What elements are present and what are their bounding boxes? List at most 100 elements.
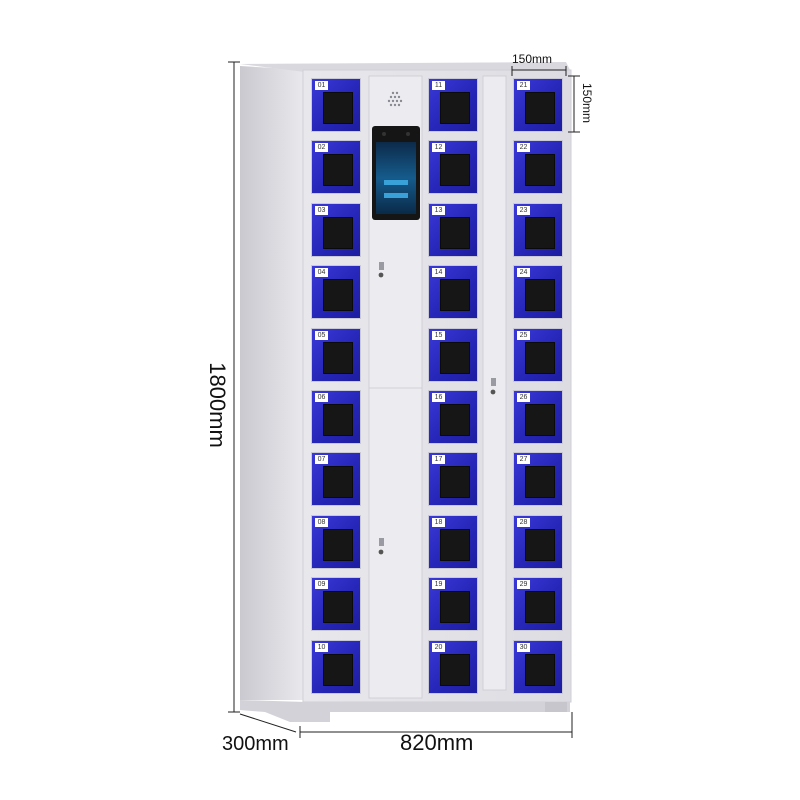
locker-number: 08 — [315, 517, 328, 527]
locker-door[interactable]: 24 — [513, 265, 563, 320]
locker-number: 18 — [432, 517, 445, 527]
locker-number: 23 — [517, 205, 530, 215]
locker-window — [525, 466, 555, 499]
locker-door[interactable]: 15 — [428, 327, 478, 382]
locker-window — [323, 528, 353, 561]
locker-number: 20 — [432, 642, 445, 652]
locker-number: 15 — [432, 330, 445, 340]
key-lock-lower — [378, 538, 384, 555]
locker-door[interactable]: 12 — [428, 140, 478, 195]
locker-window — [440, 591, 470, 624]
locker-number: 13 — [432, 205, 445, 215]
locker-number: 04 — [315, 268, 328, 278]
locker-window — [323, 216, 353, 249]
cabinet-side-panel — [240, 66, 305, 700]
locker-window — [525, 92, 555, 124]
locker-window — [440, 653, 470, 686]
width-dimension-label: 820mm — [400, 730, 474, 755]
locker-door[interactable]: 21 — [513, 78, 563, 132]
locker-number: 05 — [315, 330, 328, 340]
locker-door[interactable]: 18 — [428, 514, 478, 569]
locker-door[interactable]: 25 — [513, 327, 563, 382]
locker-window — [440, 279, 470, 312]
locker-number: 01 — [315, 81, 328, 90]
locker-door[interactable]: 17 — [428, 452, 478, 507]
locker-number: 03 — [315, 205, 328, 215]
locker-window — [525, 591, 555, 624]
locker-door[interactable]: 08 — [311, 514, 361, 569]
locker-window — [323, 92, 353, 124]
locker-number: 26 — [517, 393, 530, 402]
locker-door[interactable]: 29 — [513, 577, 563, 632]
locker-window — [525, 279, 555, 312]
cabinet-foot — [545, 702, 567, 712]
locker-window — [323, 653, 353, 686]
locker-window — [323, 279, 353, 312]
locker-number: 21 — [517, 81, 530, 90]
locker-window — [323, 591, 353, 624]
locker-door[interactable]: 20 — [428, 639, 478, 694]
locker-window — [440, 154, 470, 187]
key-lock-right — [490, 378, 496, 395]
locker-door[interactable]: 05 — [311, 327, 361, 382]
locker-number: 12 — [432, 143, 445, 153]
locker-number: 29 — [517, 580, 530, 590]
locker-window — [440, 404, 470, 436]
locker-door[interactable]: 14 — [428, 265, 478, 320]
locker-window — [525, 154, 555, 187]
cabinet-base — [240, 700, 570, 722]
locker-number: 09 — [315, 580, 328, 590]
key-lock-upper — [378, 262, 384, 278]
locker-window — [525, 216, 555, 249]
locker-number: 19 — [432, 580, 445, 590]
locker-door[interactable]: 02 — [311, 140, 361, 195]
locker-number: 06 — [315, 393, 328, 402]
locker-window — [323, 404, 353, 436]
locker-window — [440, 466, 470, 499]
locker-window — [525, 653, 555, 686]
locker-window — [525, 341, 555, 374]
locker-window — [440, 341, 470, 374]
locker-door[interactable]: 01 — [311, 78, 361, 132]
locker-door[interactable]: 30 — [513, 639, 563, 694]
speaker-grille — [387, 91, 403, 107]
locker-number: 28 — [517, 517, 530, 527]
locker-door[interactable]: 06 — [311, 390, 361, 444]
locker-door[interactable]: 04 — [311, 265, 361, 320]
locker-door[interactable]: 28 — [513, 514, 563, 569]
locker-window — [440, 92, 470, 124]
compartment-width-label: 150mm — [512, 52, 553, 66]
locker-window — [323, 341, 353, 374]
locker-number: 07 — [315, 455, 328, 465]
locker-window — [440, 216, 470, 249]
locker-door[interactable]: 11 — [428, 78, 478, 132]
locker-door[interactable]: 03 — [311, 202, 361, 257]
locker-door[interactable]: 27 — [513, 452, 563, 507]
locker-door[interactable]: 13 — [428, 202, 478, 257]
locker-number: 30 — [517, 642, 530, 652]
locker-door[interactable]: 23 — [513, 202, 563, 257]
compartment-height-label: 150mm — [580, 82, 594, 123]
locker-number: 27 — [517, 455, 530, 465]
locker-number: 17 — [432, 455, 445, 465]
locker-door[interactable]: 26 — [513, 390, 563, 444]
depth-dimension-label: 300mm — [222, 733, 289, 755]
height-dimension-label: 1800mm — [205, 362, 230, 448]
locker-window — [440, 528, 470, 561]
locker-number: 11 — [432, 81, 445, 90]
locker-door[interactable]: 22 — [513, 140, 563, 195]
locker-door[interactable]: 16 — [428, 390, 478, 444]
locker-number: 25 — [517, 330, 530, 340]
locker-window — [323, 466, 353, 499]
locker-door[interactable]: 07 — [311, 452, 361, 507]
locker-number: 02 — [315, 143, 328, 153]
touch-screen — [372, 126, 420, 220]
locker-number: 14 — [432, 268, 445, 278]
locker-door[interactable]: 19 — [428, 577, 478, 632]
locker-number: 16 — [432, 393, 445, 402]
locker-window — [323, 154, 353, 187]
locker-door[interactable]: 09 — [311, 577, 361, 632]
locker-number: 10 — [315, 642, 328, 652]
locker-door[interactable]: 10 — [311, 639, 361, 694]
